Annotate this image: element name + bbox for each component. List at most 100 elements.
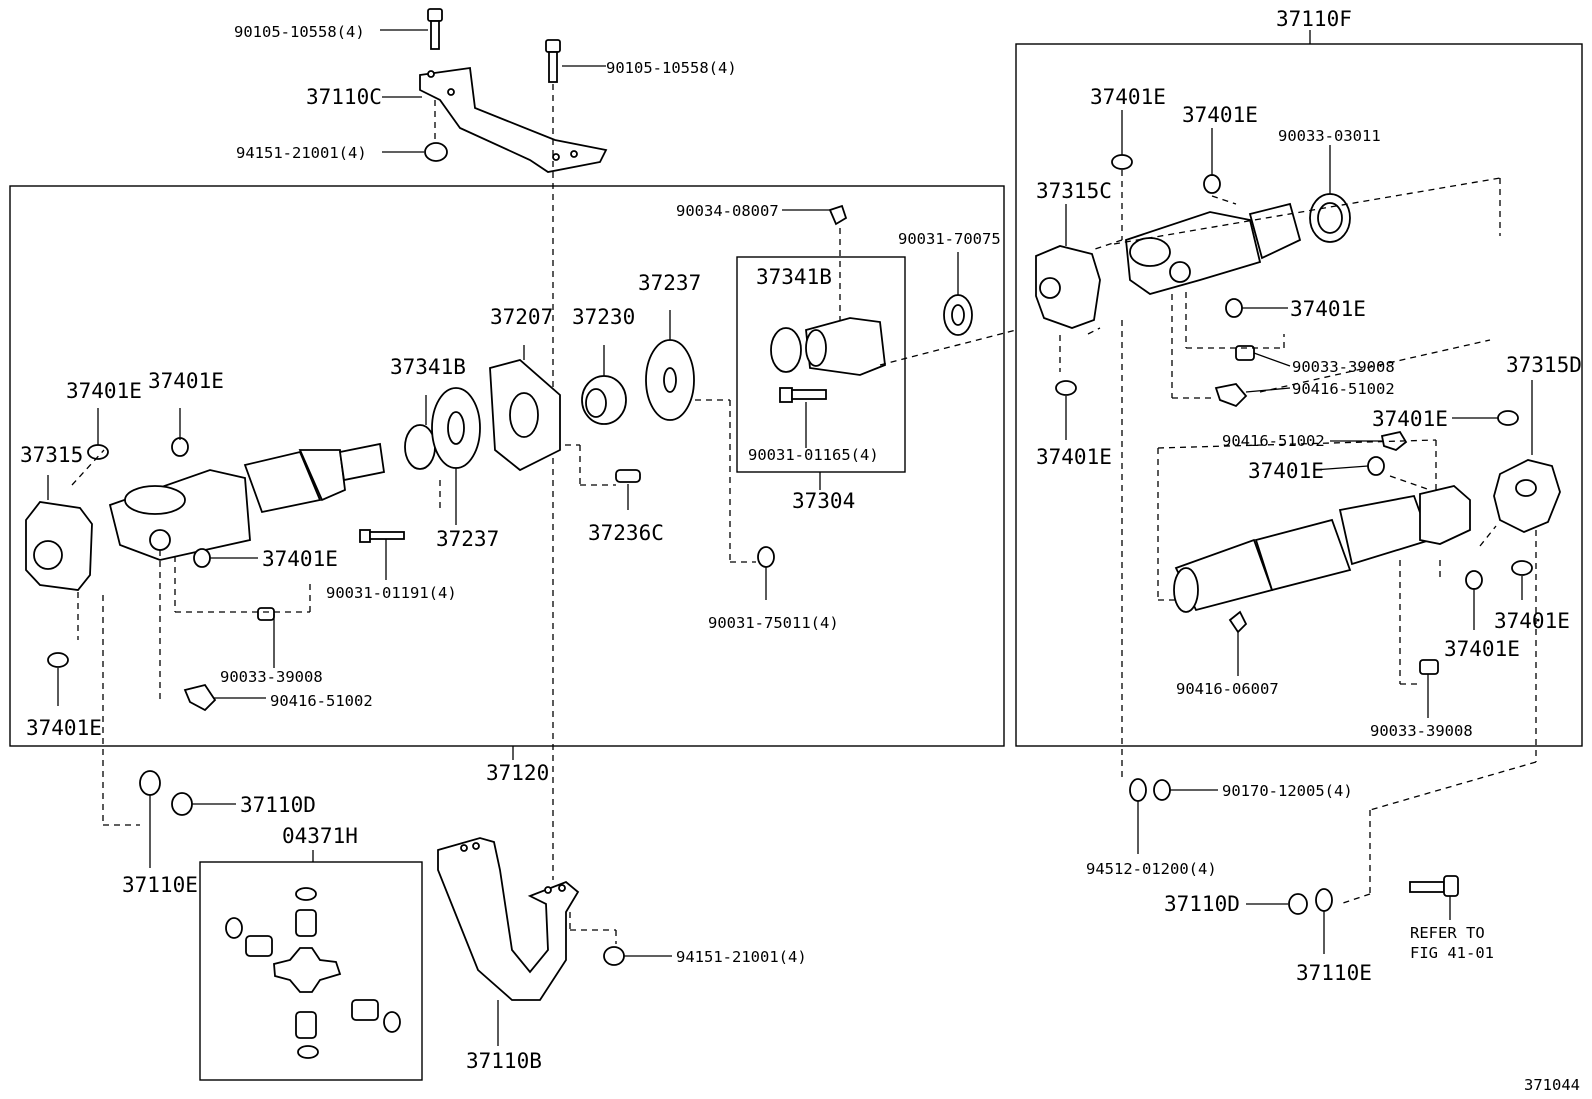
snap-ring-icon <box>297 1045 319 1059</box>
label-right-box: 37110F <box>1276 7 1352 31</box>
spline-icon <box>338 442 386 482</box>
bracket-b-icon <box>437 837 580 1001</box>
nut-icon <box>171 792 193 816</box>
bearing-cup-icon <box>351 999 379 1021</box>
label-plate-l: 37237 <box>436 527 499 551</box>
label-bracket-b: 37110B <box>466 1049 542 1073</box>
lower-right-group <box>1129 778 1459 954</box>
label-bolt-box: 90031-01165(4) <box>748 446 879 464</box>
snap-ring-icon <box>1465 570 1483 590</box>
label-snap-l1: 37401E <box>66 379 142 403</box>
label-bolt-top-2: 90105-10558(4) <box>606 59 737 77</box>
label-r-snap1: 37401E <box>1090 85 1166 109</box>
pin-icon <box>615 469 641 483</box>
snap-ring-icon <box>1367 456 1385 476</box>
main-shaft-group <box>25 204 1017 826</box>
label-r-flange-c: 37315C <box>1036 179 1112 203</box>
label-r-snap7: 37401E <box>1494 609 1570 633</box>
label-dust-box: 37341B <box>756 265 832 289</box>
top-bracket-group <box>380 8 608 880</box>
label-r-plug1: 90033-39008 <box>1292 358 1395 376</box>
label-r-nut: 90170-12005(4) <box>1222 782 1353 800</box>
bearing-subassembly-box <box>736 256 906 473</box>
label-bracket-c: 37110C <box>306 85 382 109</box>
label-r-washer: 94512-01200(4) <box>1086 860 1217 878</box>
label-dust-l: 37341B <box>390 355 466 379</box>
dust-cover-icon <box>404 424 436 470</box>
diagram-id: 371044 <box>1524 1076 1580 1094</box>
lower-left-group <box>139 770 236 868</box>
bearing-cup-icon <box>245 935 273 957</box>
spider-kit-box <box>199 861 423 1081</box>
nut-icon <box>757 546 775 568</box>
label-pin: 37236C <box>588 521 664 545</box>
snap-ring-icon <box>1497 410 1519 426</box>
bolt-icon <box>359 529 371 543</box>
label-r-seal: 90033-03011 <box>1278 127 1381 145</box>
snap-ring-icon <box>47 652 69 668</box>
grease-fitting-icon <box>828 204 848 226</box>
label-r-grease2: 90416-51002 <box>1222 432 1325 450</box>
snap-ring-icon <box>1203 174 1221 194</box>
label-bolt-l: 90031-01191(4) <box>326 584 457 602</box>
snap-ring-icon <box>1225 298 1243 318</box>
grease-fitting-icon <box>1228 610 1248 634</box>
label-r-snap3: 37401E <box>1290 297 1366 321</box>
bolt-icon <box>779 387 793 403</box>
spider-kit-group <box>225 850 401 1059</box>
shaft-tube-icon <box>243 450 322 514</box>
label-nut-top: 94151-21001(4) <box>236 144 367 162</box>
label-r-snap8: 37401E <box>1444 637 1520 661</box>
main-assembly-box <box>9 185 1005 747</box>
washer-icon <box>1129 778 1147 802</box>
yoke-icon <box>1125 211 1262 295</box>
grease-fitting-icon <box>183 683 217 712</box>
label-r-snap2: 37401E <box>1182 103 1258 127</box>
nut-icon <box>1153 779 1171 801</box>
label-cushion: 37207 <box>490 305 553 329</box>
label-refer-2: FIG 41-01 <box>1410 944 1494 962</box>
nut-icon <box>603 946 625 966</box>
label-nut-bottom: 94151-21001(4) <box>676 948 807 966</box>
label-snap-l3: 37401E <box>262 547 338 571</box>
label-r-flange-d: 37315D <box>1506 353 1582 377</box>
bolt-icon <box>545 39 561 53</box>
spider-icon <box>273 947 342 993</box>
bracket-c-icon <box>419 66 608 173</box>
right-shaft-group <box>1035 110 1561 905</box>
snap-ring-icon <box>1511 560 1533 576</box>
yoke-icon <box>1419 485 1471 545</box>
label-washer-l: 37110E <box>122 873 198 897</box>
snap-ring-icon <box>225 917 243 939</box>
plug-icon <box>1419 659 1439 675</box>
snap-ring-icon <box>1111 154 1133 170</box>
label-r-snap5: 37401E <box>1372 407 1448 431</box>
label-refer-1: REFER TO <box>1410 924 1485 942</box>
washer-icon <box>1315 888 1333 912</box>
label-seal-right: 90031-70075 <box>898 230 1001 248</box>
label-plate-r: 37237 <box>638 271 701 295</box>
nut-icon <box>424 142 448 162</box>
label-r-snap4: 37401E <box>1036 445 1112 469</box>
snap-ring-icon <box>1055 380 1077 396</box>
label-nut-m: 90031-75011(4) <box>708 614 839 632</box>
label-main-box: 37120 <box>486 761 549 785</box>
snap-ring-icon <box>171 437 189 457</box>
label-r-washer-e: 37110E <box>1296 961 1372 985</box>
snap-ring-icon <box>383 1011 401 1033</box>
bearing-cup-icon <box>295 1011 317 1039</box>
label-grease-l: 90416-51002 <box>270 692 373 710</box>
shaft-tube-icon <box>1248 202 1302 260</box>
snap-ring-icon <box>295 887 317 901</box>
label-flange-left: 37315 <box>20 443 83 467</box>
label-nut-l: 37110D <box>240 793 316 817</box>
bracket-b-group <box>437 837 672 1046</box>
grease-fitting-icon <box>1214 383 1248 408</box>
label-r-grease1: 90416-51002 <box>1292 380 1395 398</box>
label-grease-fit-top: 90034-08007 <box>676 202 779 220</box>
yoke-icon <box>108 469 251 561</box>
washer-icon <box>139 770 161 796</box>
nut-icon <box>1288 893 1308 915</box>
label-snap-l4: 37401E <box>26 716 102 740</box>
bolt-icon <box>1409 881 1445 893</box>
